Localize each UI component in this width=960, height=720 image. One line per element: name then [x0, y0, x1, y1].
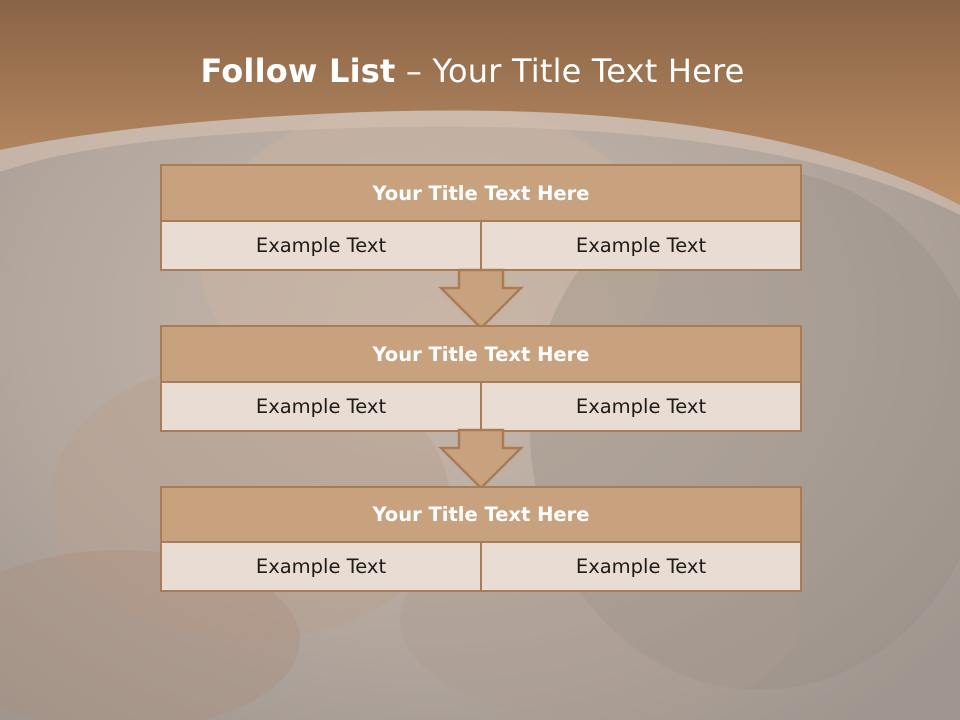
box-cell-right[interactable]: Example Text	[480, 381, 802, 432]
box-title[interactable]: Your Title Text Here	[160, 325, 802, 383]
slide-title-rest: – Your Title Text Here	[395, 52, 745, 90]
box-cell-left[interactable]: Example Text	[160, 220, 482, 271]
slide-title: Follow List – Your Title Text Here	[0, 52, 945, 90]
box-cell-left[interactable]: Example Text	[160, 381, 482, 432]
header-band	[0, 0, 960, 215]
box-cell-right[interactable]: Example Text	[480, 541, 802, 592]
down-arrow-icon	[438, 268, 524, 330]
slide-title-bold: Follow List	[200, 52, 396, 90]
box-cell-left[interactable]: Example Text	[160, 541, 482, 592]
down-arrow-icon	[438, 428, 524, 490]
box-title[interactable]: Your Title Text Here	[160, 164, 802, 222]
box-cell-right[interactable]: Example Text	[480, 220, 802, 271]
box-title[interactable]: Your Title Text Here	[160, 486, 802, 543]
